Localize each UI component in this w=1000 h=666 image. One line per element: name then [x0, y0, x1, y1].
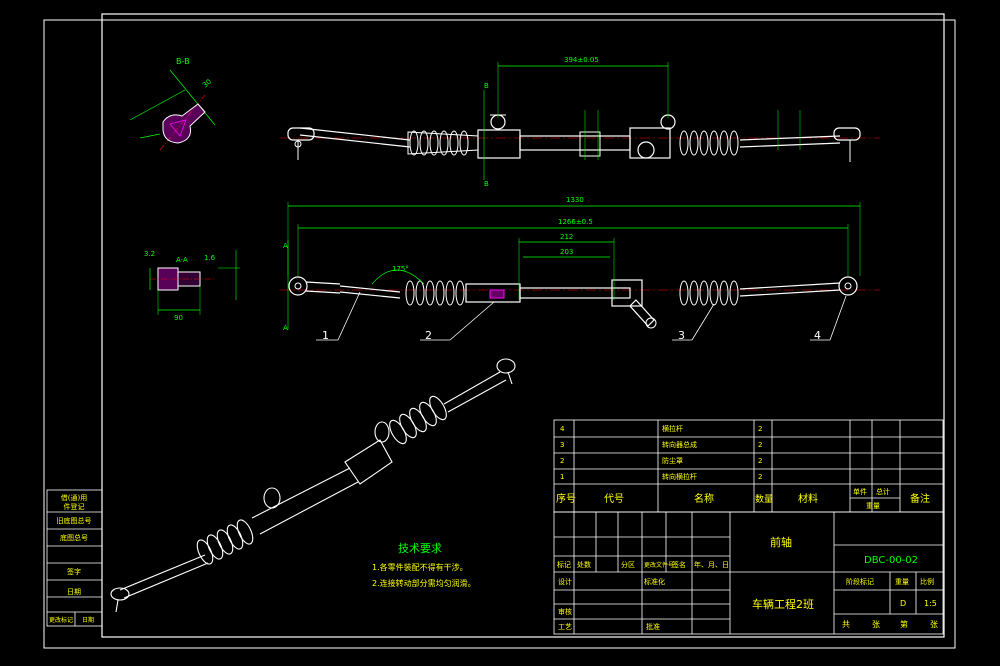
- strip-label-sign: 签字: [67, 567, 81, 576]
- bom-header-no: 序号: [556, 492, 576, 505]
- section-mark-a-top: A: [283, 242, 288, 250]
- title-sheet-total: 共: [842, 620, 850, 629]
- bom-table: [553, 419, 944, 513]
- tech-req-item-2: 2.连接转动部分需均匀润滑。: [372, 578, 476, 588]
- tech-req-item-1: 1.各零件装配不得有干涉。: [372, 562, 468, 572]
- dim-203: 203: [560, 248, 573, 256]
- section-aa-title: A-A: [176, 256, 188, 264]
- front-view-assembly: 1330 1266±0.5 212 203 A A 175°: [280, 196, 880, 332]
- callout-3: 3: [678, 329, 685, 342]
- std-label: 标准化: [644, 577, 665, 586]
- bom-row-1-name: 横拉杆: [662, 424, 683, 433]
- rev-header-mark: 标记: [557, 560, 571, 569]
- section-bb-dim-30: 30: [201, 78, 213, 90]
- bom-row-4-qty: 2: [758, 473, 762, 481]
- role-review: 审核: [558, 607, 572, 616]
- left-register-strip: [46, 489, 103, 627]
- strip-label-borrowed: 借(通)用: [61, 493, 87, 502]
- role-process: 工艺: [558, 623, 572, 631]
- section-aa-dim-32: 3.2: [144, 250, 155, 258]
- callout-2: 2: [425, 329, 432, 342]
- strip-label-base: 底图总号: [60, 533, 88, 542]
- bom-header-code: 代号: [604, 493, 624, 505]
- bom-row-2-no: 3: [560, 441, 564, 449]
- title-part-name: 前轴: [770, 535, 792, 549]
- bom-header-remark: 备注: [910, 492, 930, 505]
- rev-header-zone: 分区: [621, 560, 635, 569]
- title-weight-label: 重量: [895, 578, 909, 586]
- title-organization: 车辆工程2班: [752, 597, 814, 611]
- bom-row-3-no: 2: [560, 457, 564, 465]
- strip-label-old-base: 旧底图总号: [57, 516, 92, 525]
- section-bb-view: B-B 30: [129, 57, 216, 151]
- bom-header-material: 材料: [798, 492, 818, 505]
- top-view-assembly: 394±0.05 B B: [280, 56, 880, 188]
- bom-row-4-name: 转向横拉杆: [662, 472, 697, 481]
- strip-label-date: 日期: [67, 588, 81, 596]
- bom-header-unit: 单件: [853, 487, 867, 496]
- dim-inner: 1266±0.5: [558, 218, 593, 226]
- title-scale-value: 1:5: [924, 599, 937, 608]
- title-sheet-unit2: 张: [930, 620, 938, 629]
- dim-top-span: 394±0.05: [564, 56, 599, 64]
- section-bb-title: B-B: [176, 57, 190, 66]
- drawing-frame: [43, 13, 956, 649]
- dim-212: 212: [560, 233, 573, 241]
- rev-header-count: 处数: [577, 560, 591, 569]
- title-drawing-no: DBC-00-02: [864, 555, 918, 566]
- rev-header-file: 更改文件号: [644, 561, 674, 569]
- bom-row-2-qty: 2: [758, 441, 762, 449]
- section-aa-view: A-A 90 3.2 1.6: [144, 250, 240, 322]
- bom-row-1-qty: 2: [758, 425, 762, 433]
- isometric-view: [110, 358, 516, 613]
- bom-header-total: 总计: [876, 487, 890, 496]
- role-design: 设计: [558, 577, 572, 586]
- callout-4: 4: [814, 329, 821, 342]
- approve-label: 批准: [646, 622, 660, 631]
- section-aa-dim-16: 1.6: [204, 254, 216, 262]
- rev-header-sign: 签名: [672, 560, 686, 569]
- bom-header-qty: 数量: [755, 493, 773, 505]
- dim-overall: 1330: [566, 196, 584, 204]
- title-scale-label: 比例: [920, 577, 934, 586]
- section-aa-dim-90: 90: [174, 314, 183, 322]
- section-mark-a-bottom: A: [283, 324, 288, 332]
- title-stage-value: D: [900, 599, 906, 608]
- title-sheet-unit: 张: [872, 620, 880, 629]
- bom-row-1-no: 4: [560, 425, 565, 433]
- strip-label-rev-date: 日期: [82, 616, 94, 624]
- dim-angle: 175°: [392, 265, 409, 273]
- title-block: [553, 511, 944, 635]
- technical-requirements: 技术要求 1.各零件装配不得有干涉。 2.连接转动部分需均匀润滑。: [372, 542, 476, 588]
- bom-row-4-no: 1: [560, 473, 564, 481]
- part-callouts: [316, 291, 847, 341]
- section-mark-b-top: B: [484, 82, 489, 90]
- bom-row-3-qty: 2: [758, 457, 762, 465]
- bom-row-3-name: 防尘罩: [662, 456, 683, 465]
- rev-header-date: 年、月、日: [694, 560, 729, 569]
- strip-label-register: 件登记: [64, 502, 85, 511]
- tech-req-title: 技术要求: [398, 542, 442, 555]
- title-stage-label: 阶段标记: [846, 577, 874, 586]
- bom-row-2-name: 转向器总成: [662, 440, 697, 449]
- title-sheet-no: 第: [900, 619, 908, 629]
- callout-1: 1: [322, 329, 329, 342]
- strip-label-rev-mark: 更改标记: [49, 616, 73, 624]
- section-mark-b-bottom: B: [484, 180, 489, 188]
- bom-header-name: 名称: [694, 492, 714, 505]
- bom-header-weight: 重量: [866, 502, 880, 510]
